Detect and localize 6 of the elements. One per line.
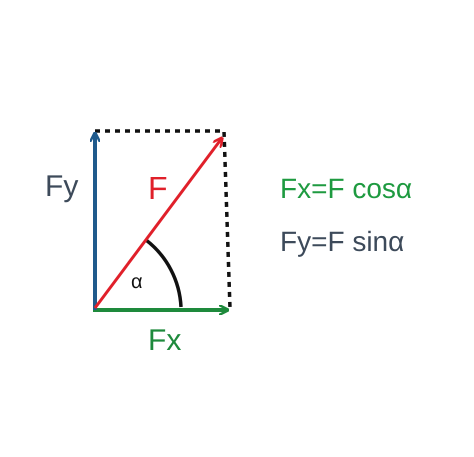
- axis-label: Fy: [45, 172, 78, 202]
- formula: Fx=F cosα: [280, 175, 412, 203]
- axis-label: Fx: [148, 326, 182, 356]
- formula: Fy=F sinα: [280, 228, 404, 256]
- vector-label: F: [148, 172, 168, 204]
- angle-label: α: [131, 272, 143, 292]
